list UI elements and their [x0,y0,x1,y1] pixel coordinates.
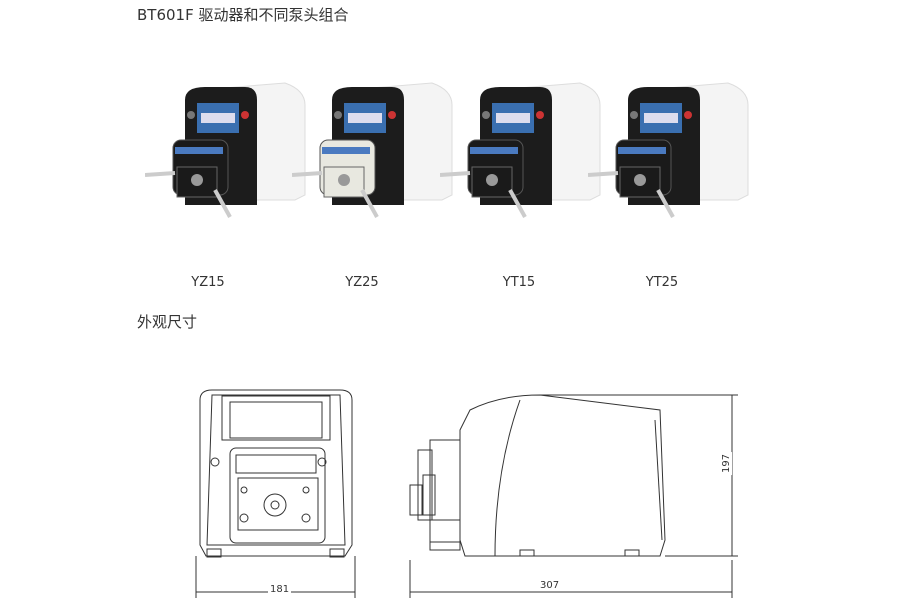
length-dimension: 307 [538,580,562,591]
side-view-drawing [409,394,738,598]
product-label-yt15: YT15 [502,275,536,290]
product-label-yz15: YZ15 [191,275,225,290]
page-title: BT601F 驱动器和不同泵头组合 [137,6,349,24]
product-label-yz25: YZ25 [345,275,379,290]
pump-image-yz25 [291,75,457,230]
height-dimension: 197 [721,451,733,476]
pump-image-yz15 [144,75,310,230]
section-title-dimensions: 外观尺寸 [137,313,198,331]
width-dimension: 181 [268,584,292,595]
pump-image-yt25 [587,75,753,230]
front-view-drawing [195,389,356,598]
pump-image-yt15 [439,75,605,230]
product-label-yt25: YT25 [645,275,679,290]
